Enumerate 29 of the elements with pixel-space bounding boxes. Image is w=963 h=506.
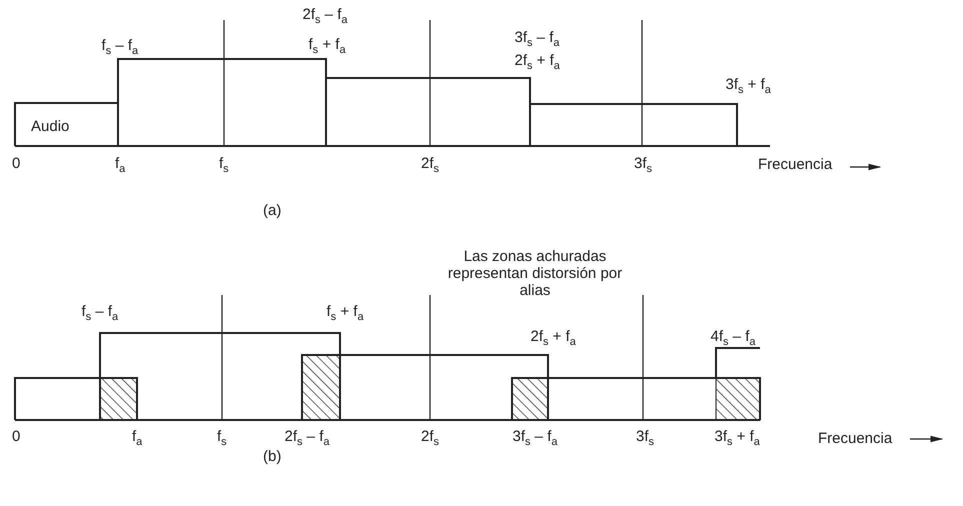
frequency-label: 2f$_{s}$ – f$_{a}$ — [302, 6, 348, 28]
frequency-label: 3f$_{s}$ + f$_{a}$ — [726, 76, 771, 98]
frequency-label: f$_{s}$ + f$_{a}$ — [326, 303, 364, 325]
frequency-label: f$_{s}$ + f$_{a}$ — [308, 36, 346, 58]
tick-label: f$_{s}$ — [217, 428, 227, 450]
tick-label: f$_{a}$ — [115, 155, 126, 177]
panel-label: (b) — [263, 448, 282, 465]
tick-label: 2f$_{s}$ — [421, 428, 440, 450]
tick-label: 2f$_{s}$ — [421, 155, 440, 177]
frequency-label: 2f$_{s}$ + f$_{a}$ — [514, 52, 560, 74]
axis-title: Frecuencia — [758, 156, 832, 173]
tick-label: 3f$_{s}$ + f$_{a}$ — [714, 428, 760, 450]
tick-label: 0 — [12, 428, 20, 445]
axis-title: Frecuencia — [818, 430, 892, 447]
tick-label: 2f$_{s}$ – f$_{a}$ — [284, 428, 330, 450]
tick-label: 0 — [12, 155, 20, 172]
band-name: Audio — [31, 118, 70, 135]
tick-label: 3f$_{s}$ – f$_{a}$ — [512, 428, 558, 450]
tick-label: 3f$_{s}$ — [636, 428, 654, 450]
tick-label: 3f$_{s}$ — [634, 155, 652, 177]
tick-label: f$_{a}$ — [132, 428, 142, 450]
frequency-label: 3f$_{s}$ – f$_{a}$ — [514, 29, 560, 51]
frequency-label: 4f$_{s}$ – f$_{a}$ — [710, 328, 756, 350]
panel-label: (a) — [263, 202, 282, 219]
frequency-label: 2f$_{s}$ + f$_{a}$ — [530, 328, 576, 350]
tick-label: f$_{s}$ — [219, 155, 229, 177]
frequency-label: f$_{s}$ – f$_{a}$ — [82, 303, 118, 325]
frequency-label: f$_{s}$ – f$_{a}$ — [102, 37, 138, 59]
note-text: Las zonas achuradas representan distorsión por alias — [446, 248, 624, 299]
